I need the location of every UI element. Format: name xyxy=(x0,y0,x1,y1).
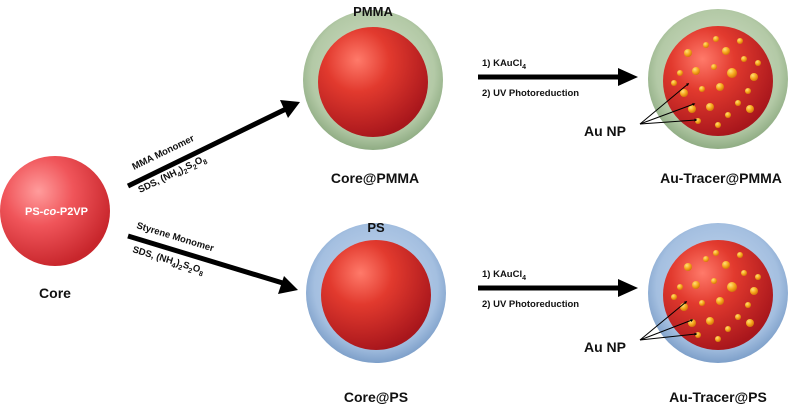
upper-branch-arrow xyxy=(126,100,300,189)
gold-nanoparticle xyxy=(727,282,737,292)
upper-step2-label: 2) UV Photoreduction xyxy=(482,88,579,99)
gold-nanoparticle xyxy=(677,284,683,290)
gold-nanoparticle xyxy=(706,317,714,325)
ps-shell-label: PS xyxy=(367,220,385,235)
gold-nanoparticle xyxy=(677,70,683,76)
gold-nanoparticle xyxy=(695,118,701,124)
core-particle-label: PS-co-P2VP xyxy=(25,206,88,218)
gold-nanoparticle xyxy=(695,332,701,338)
gold-nanoparticle xyxy=(713,36,719,42)
core-ps-particle xyxy=(306,223,446,363)
gold-nanoparticle xyxy=(703,256,709,262)
gold-nanoparticle xyxy=(706,103,714,111)
gold-nanoparticle xyxy=(692,67,700,75)
lower-step1-label: 1) KAuCl4 xyxy=(482,269,526,282)
gold-nanoparticle xyxy=(722,261,730,269)
gold-nanoparticle xyxy=(715,336,721,342)
core-ps-caption: Core@PS xyxy=(344,389,408,405)
upper-reaction-arrow xyxy=(478,68,638,86)
gold-nanoparticle xyxy=(671,80,677,86)
gold-nanoparticle xyxy=(725,326,731,332)
gold-nanoparticle xyxy=(737,38,743,44)
gold-nanoparticle xyxy=(684,49,692,57)
gold-nanoparticle xyxy=(750,287,758,295)
lower-branch-arrow xyxy=(127,233,298,294)
gold-nanoparticle xyxy=(692,281,700,289)
gold-nanoparticle xyxy=(680,89,688,97)
gold-nanoparticles-pmma xyxy=(671,36,761,128)
lower-reaction-arrow xyxy=(478,279,638,297)
gold-nanoparticle xyxy=(727,68,737,78)
gold-nanoparticle xyxy=(745,88,751,94)
au-np-label-ps: Au NP xyxy=(584,339,626,355)
core-pmma-particle xyxy=(303,10,443,150)
core-pmma-caption: Core@PMMA xyxy=(331,170,419,186)
gold-nanoparticle xyxy=(699,300,705,306)
gold-nanoparticle xyxy=(755,274,761,280)
gold-nanoparticle xyxy=(688,105,696,113)
gold-nanoparticle xyxy=(741,270,747,276)
gold-nanoparticle xyxy=(725,112,731,118)
gold-nanoparticle xyxy=(711,64,717,70)
gold-nanoparticle xyxy=(671,294,677,300)
au-tracer-pmma-particle xyxy=(648,9,788,149)
gold-nanoparticle xyxy=(716,297,724,305)
au-tracer-ps-caption: Au-Tracer@PS xyxy=(669,389,767,405)
gold-nanoparticle xyxy=(735,100,741,106)
gold-nanoparticles-ps xyxy=(671,250,761,342)
lower-step2-label: 2) UV Photoreduction xyxy=(482,299,579,310)
upper-step1-label: 1) KAuCl4 xyxy=(482,58,526,71)
gold-nanoparticle xyxy=(737,252,743,258)
gold-nanoparticle xyxy=(715,122,721,128)
au-tracer-pmma-caption: Au-Tracer@PMMA xyxy=(660,170,782,186)
gold-nanoparticle xyxy=(711,278,717,284)
gold-nanoparticle xyxy=(741,56,747,62)
gold-nanoparticle xyxy=(716,83,724,91)
au-tracer-ps-particle xyxy=(648,223,788,363)
pmma-shell-label: PMMA xyxy=(353,4,393,19)
gold-nanoparticle xyxy=(699,86,705,92)
np-pointer-lines-pmma xyxy=(639,83,698,125)
gold-nanoparticle xyxy=(745,302,751,308)
gold-nanoparticle xyxy=(713,250,719,256)
gold-nanoparticle xyxy=(735,314,741,320)
core-caption: Core xyxy=(39,285,71,301)
np-pointer-lines-ps xyxy=(639,301,698,341)
gold-nanoparticle xyxy=(746,105,754,113)
au-np-label-pmma: Au NP xyxy=(584,123,626,139)
gold-nanoparticle xyxy=(703,42,709,48)
gold-nanoparticle xyxy=(746,319,754,327)
core-particle xyxy=(0,156,110,266)
gold-nanoparticle xyxy=(750,73,758,81)
gold-nanoparticle xyxy=(722,47,730,55)
gold-nanoparticle xyxy=(755,60,761,66)
gold-nanoparticle xyxy=(684,263,692,271)
